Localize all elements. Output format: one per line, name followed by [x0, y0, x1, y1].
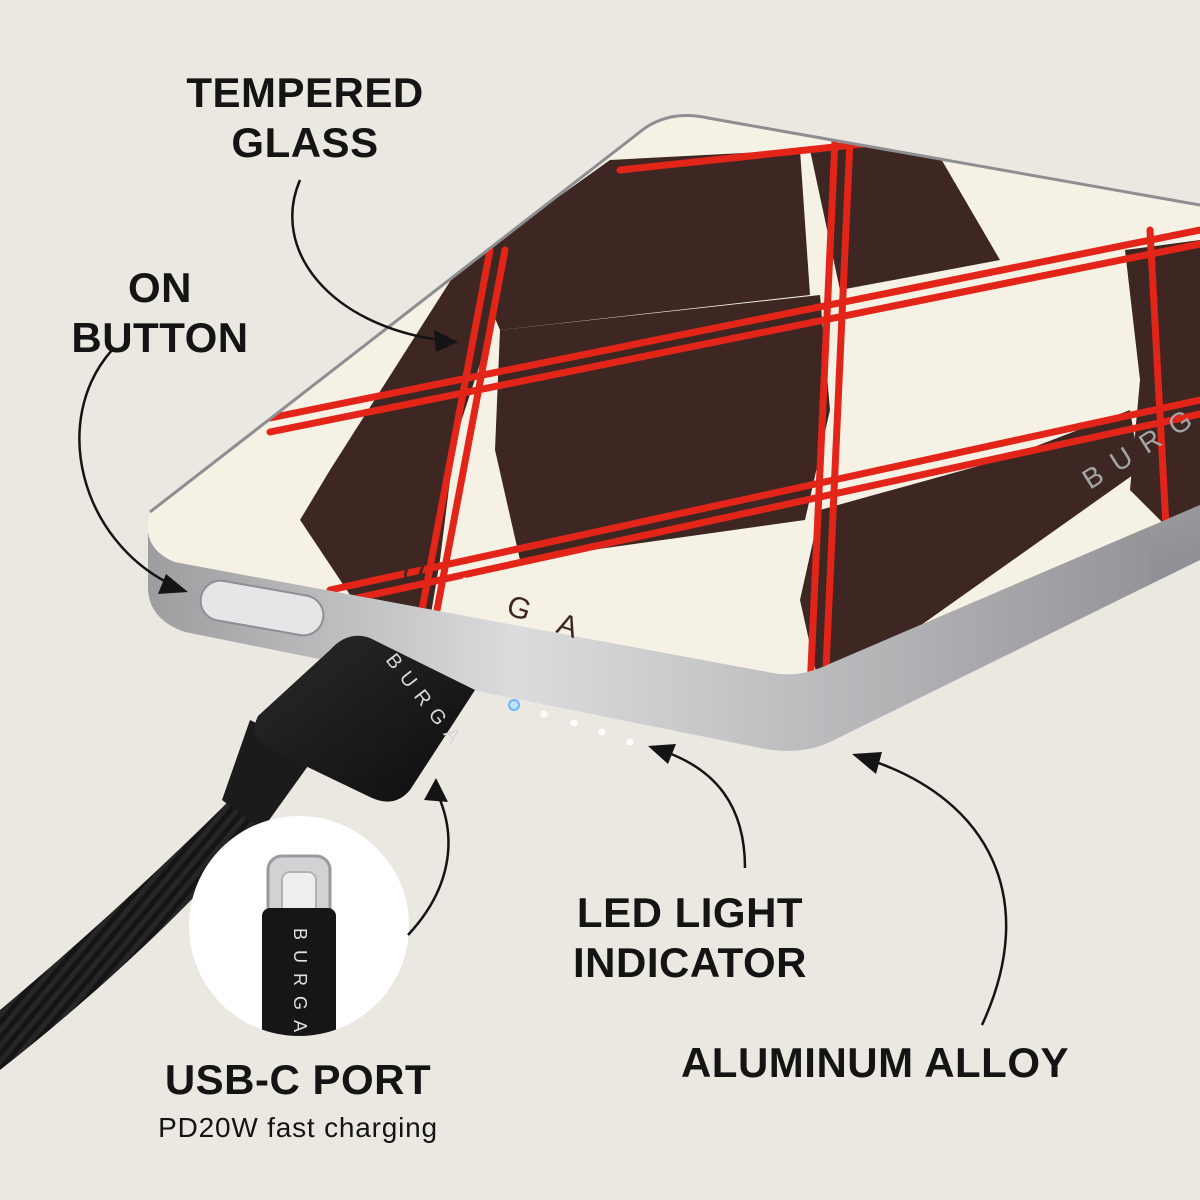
led-dot [540, 710, 548, 718]
arrow-usb-c [407, 794, 450, 936]
arrowhead [852, 752, 882, 774]
cable-connector-housing [254, 635, 475, 802]
usb-c-inset: BURGA [189, 816, 409, 1042]
callout-line: ON [128, 264, 192, 311]
led-indicator [508, 699, 634, 746]
usb-c-plug-housing [262, 908, 336, 1036]
arrowhead [424, 778, 448, 802]
callout-tempered-glass: TEMPERED GLASS [180, 68, 430, 168]
callout-line: INDICATOR [573, 939, 807, 986]
arrowhead [434, 330, 458, 352]
cable-braid [0, 790, 265, 1070]
callout-led-indicator: LED LIGHT INDICATOR [560, 888, 820, 988]
callout-line: TEMPERED [186, 69, 424, 116]
pattern-dark-block [470, 150, 810, 330]
led-dot [598, 728, 606, 736]
callout-arrowheads [158, 330, 882, 802]
callout-arrows [78, 179, 1008, 1026]
pattern-dark-block [495, 295, 830, 560]
callout-line: BUTTON [71, 314, 249, 361]
callout-line: ALUMINUM ALLOY [680, 1039, 1070, 1086]
callout-aluminum-alloy: ALUMINUM ALLOY [670, 1038, 1080, 1088]
glass-wordmark: B U R G A [343, 535, 582, 645]
glass-edge [149, 114, 1200, 514]
callout-usb-c-port: USB-C PORT PD20W fast charging [130, 1055, 466, 1145]
callout-line: LED LIGHT [576, 889, 804, 936]
led-dot [570, 719, 578, 727]
pattern-dark-block [800, 410, 1140, 675]
arrow-led [665, 750, 747, 869]
frame-front-side [148, 500, 1200, 751]
usb-c-cable: BURGA [0, 635, 475, 1070]
inset-wordmark: BURGA [290, 928, 310, 1042]
pattern-dark-block [810, 140, 1000, 290]
arrow-on-button [78, 349, 173, 587]
arrowhead [648, 744, 676, 764]
arrow-tempered-glass [291, 179, 441, 342]
arrow-aluminum [869, 758, 1008, 1026]
callout-line: GLASS [231, 119, 379, 166]
led-dot [508, 699, 520, 711]
arrowhead [158, 574, 188, 594]
pattern-dark-block [300, 248, 505, 640]
callout-subtitle: PD20W fast charging [158, 1112, 438, 1143]
callout-on-button: ON BUTTON [60, 263, 260, 363]
callout-title: USB-C PORT [164, 1056, 432, 1103]
power-button[interactable] [197, 578, 326, 639]
led-dot [626, 738, 634, 746]
